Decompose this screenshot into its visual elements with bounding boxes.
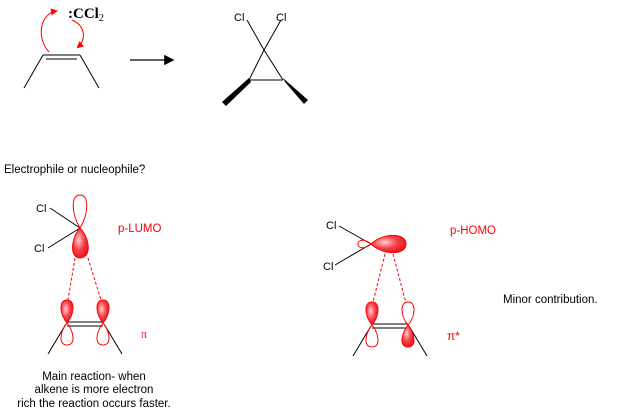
p-homo-label: p-HOMO <box>450 225 496 237</box>
caption-line: rich the reaction occurs faster. <box>17 398 170 410</box>
pi-lobe-empty <box>60 322 74 346</box>
filled-sp2-lobe <box>370 234 407 254</box>
empty-lobe-small <box>357 239 372 249</box>
question-text: Electrophile or nucleophile? <box>4 164 145 176</box>
dichlorocyclopropane-product: Cl Cl <box>222 12 308 106</box>
pi-label: π <box>141 327 147 341</box>
cl-bottom-label: Cl <box>34 243 44 255</box>
pi-star-lobe-filled <box>365 301 379 326</box>
product-cl-right: Cl <box>276 12 286 24</box>
pi-star-lobe-empty <box>401 301 415 326</box>
pi-star-lobe-filled <box>401 324 415 348</box>
starting-alkene <box>23 54 100 89</box>
empty-p-lobe <box>72 194 88 229</box>
cl-top-label: Cl <box>36 203 46 215</box>
carbene-reagent-label: :CCl2 <box>68 6 104 24</box>
caption-line: Main reaction- when <box>42 371 146 383</box>
pi-star-label: π* <box>447 329 460 343</box>
cl-top-label: Cl <box>326 220 336 232</box>
minor-contribution-caption: Minor contribution. <box>503 294 598 306</box>
pi-star-lobe-empty <box>365 324 379 348</box>
wedge-bond-left <box>222 78 251 106</box>
product-cl-left: Cl <box>234 12 244 24</box>
homo-interaction: Cl Cl p-HOMO π* Minor contribution. <box>323 220 598 357</box>
electron-push-arrows <box>40 8 85 53</box>
pi-lobe-empty <box>96 322 110 346</box>
filled-p-lobe <box>72 227 89 259</box>
p-lumo-label: p-LUMO <box>118 223 162 235</box>
pi-lobe-filled <box>60 299 74 324</box>
cl-bottom-label: Cl <box>323 261 333 273</box>
wedge-bond-right <box>283 78 308 104</box>
pi-lobe-filled <box>96 299 110 324</box>
lumo-interaction: Cl Cl p-LUMO π Main reaction- when alken… <box>17 194 171 410</box>
caption-line: alkene is more electron <box>35 384 154 396</box>
